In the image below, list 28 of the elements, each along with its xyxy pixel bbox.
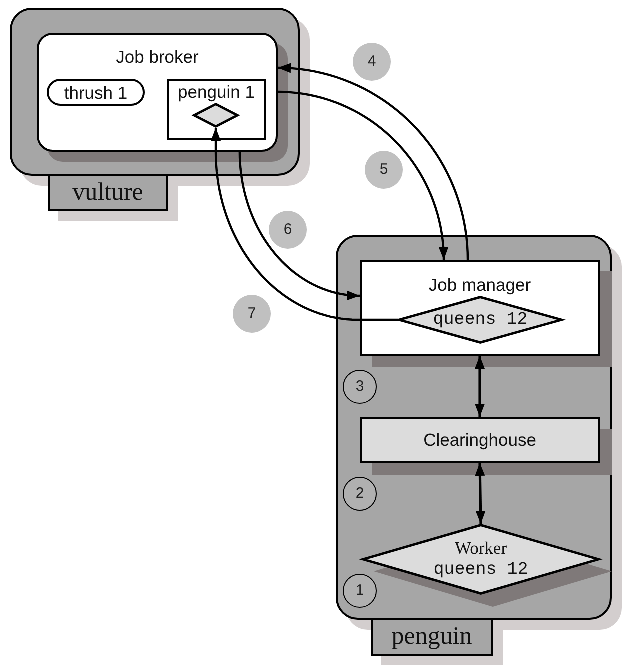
arrow (278, 90, 449, 260)
step-number: 6 (269, 211, 307, 249)
host-name-tab: vulture (48, 174, 168, 211)
node-label: Clearinghouse (424, 430, 536, 450)
arrow (238, 152, 360, 301)
host-name-tab: penguin (371, 618, 493, 656)
arrow (278, 63, 470, 260)
step-number: 5 (365, 151, 403, 189)
double-arrow (475, 356, 485, 417)
service-box (37, 33, 278, 152)
arrow (211, 128, 398, 322)
slot-pill (47, 79, 145, 106)
service-box (360, 260, 600, 356)
process-diamond (398, 296, 563, 344)
service-box (167, 79, 266, 140)
node-label: Job manager (428, 275, 532, 295)
process-diamond (193, 103, 239, 128)
node-label: Job broker (116, 47, 199, 67)
node-label: thrush 1 (64, 82, 128, 102)
node-label: penguin 1 (178, 82, 255, 102)
process-diamond (362, 524, 600, 595)
double-arrow (475, 462, 486, 524)
node-label: Worker (454, 538, 508, 558)
step-number: 7 (233, 295, 271, 333)
service-box (360, 417, 600, 463)
step-number: 4 (353, 43, 391, 81)
node-label: queens 12 (433, 310, 528, 330)
node-label: queens 12 (434, 560, 528, 580)
